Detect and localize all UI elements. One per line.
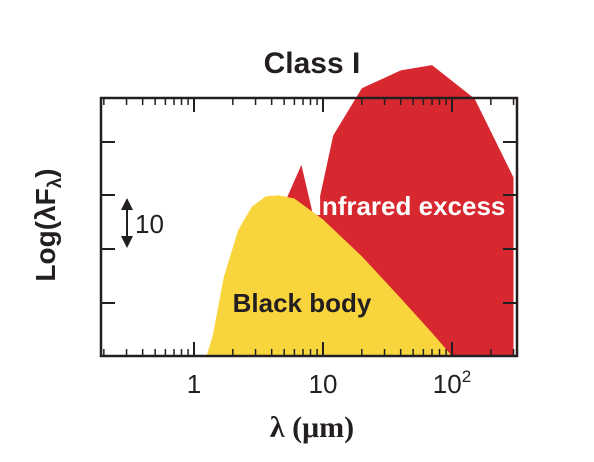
area-layer	[206, 65, 514, 356]
y-axis-label: Log(λFλ)	[30, 168, 66, 281]
x-tick-label-10: 10	[309, 369, 338, 399]
scale-bar: 10	[121, 198, 164, 248]
tick-layer	[101, 98, 517, 356]
scale-bar-label: 10	[135, 209, 164, 239]
x-tick-label-1: 1	[187, 369, 201, 399]
series-label-black-body: Black body	[233, 288, 372, 318]
area-black-body	[206, 195, 452, 356]
scale-bar-arrow-down	[121, 236, 133, 248]
scale-bar-arrow-up	[121, 198, 133, 210]
x-axis-label: λ (μm)	[270, 411, 354, 444]
x-tick-label-100: 102	[433, 367, 471, 399]
chart-title: Class I	[264, 47, 361, 80]
series-label-infrared-excess: Infrared excess	[315, 191, 506, 221]
plot-frame	[99, 96, 519, 358]
